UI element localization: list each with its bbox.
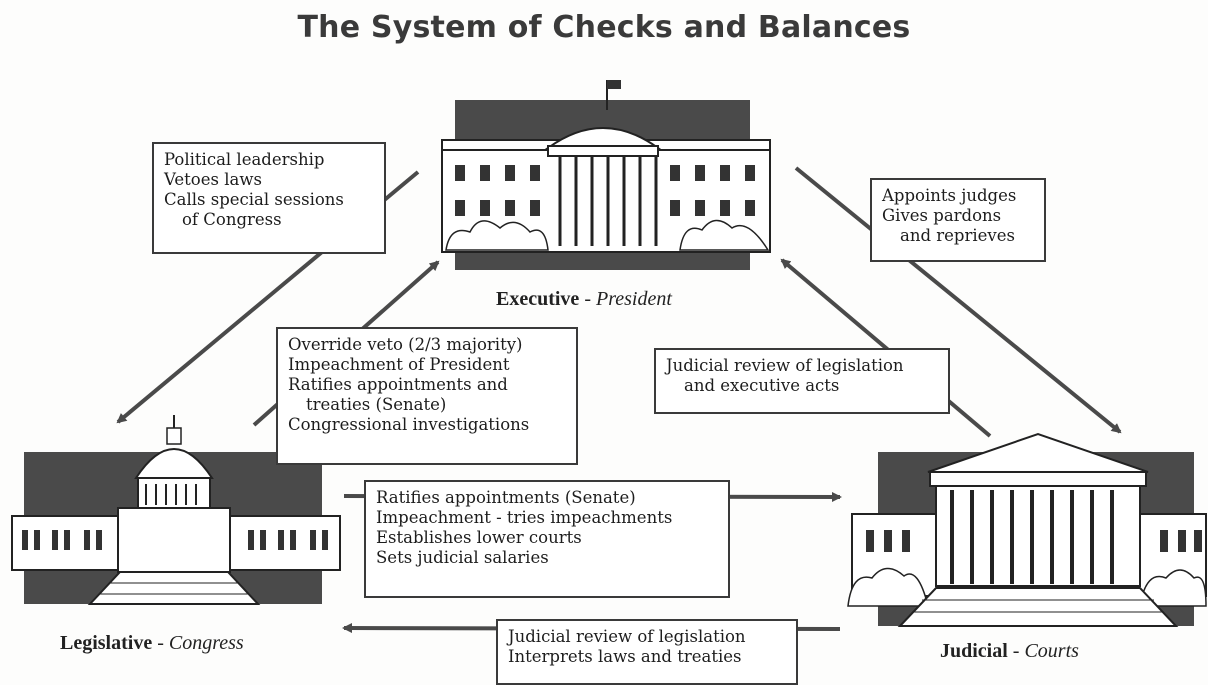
check-line: Impeachment - tries impeachments — [376, 508, 673, 527]
check-box-executive-on-judicial: Appoints judges Gives pardons and reprie… — [870, 178, 1046, 262]
executive-caption: Executive - President — [496, 286, 672, 311]
check-line: treaties (Senate) — [306, 395, 447, 414]
legislative-label: Legislative — [60, 632, 153, 654]
check-line: Gives pardons — [882, 206, 1002, 225]
check-line: Congressional investigations — [288, 415, 530, 434]
check-line: Ratifies appointments (Senate) — [376, 488, 636, 507]
check-line: Judicial review of legislation — [508, 627, 746, 646]
check-line: Ratifies appointments and — [288, 375, 508, 394]
check-line: Appoints judges — [882, 186, 1017, 205]
legislative-caption: Legislative - Congress — [60, 630, 244, 655]
check-line: Impeachment of President — [288, 355, 510, 374]
check-line: of Congress — [182, 210, 282, 229]
check-box-legislative-on-executive: Override veto (2/3 majority) Impeachment… — [276, 327, 578, 465]
check-line: and executive acts — [684, 376, 840, 395]
capitol-building-illustration — [11, 415, 341, 605]
arrow-executive-to-judicial — [794, 166, 1122, 434]
check-line: Override veto (2/3 majority) — [288, 335, 523, 354]
legislative-separator: - — [152, 632, 169, 654]
legislative-sublabel: Congress — [168, 632, 244, 654]
executive-label: Executive — [496, 288, 580, 310]
check-line: Judicial review of legislation — [666, 356, 904, 375]
judicial-separator: - — [1007, 640, 1025, 662]
executive-sublabel: President — [595, 288, 672, 310]
check-box-executive-on-legislative: Political leadership Vetoes laws Calls s… — [152, 142, 386, 254]
supreme-court-illustration — [847, 432, 1207, 627]
judicial-sublabel: Courts — [1024, 640, 1079, 662]
check-line: Political leadership — [164, 150, 325, 169]
judicial-label: Judicial — [940, 640, 1008, 662]
check-line: and reprieves — [900, 226, 1015, 245]
diagram-title: The System of Checks and Balances — [297, 10, 911, 45]
check-box-judicial-on-executive: Judicial review of legislation and execu… — [654, 348, 950, 414]
check-box-judicial-on-legislative: Judicial review of legislation Interpret… — [496, 619, 798, 685]
check-line: Interprets laws and treaties — [508, 647, 742, 666]
check-line: Establishes lower courts — [376, 528, 582, 547]
check-line: Sets judicial salaries — [376, 548, 549, 567]
executive-separator: - — [579, 288, 596, 310]
white-house-illustration — [441, 80, 771, 270]
check-line: Calls special sessions — [164, 190, 344, 209]
check-line: Vetoes laws — [164, 170, 262, 189]
judicial-caption: Judicial - Courts — [940, 638, 1079, 663]
check-box-legislative-on-judicial: Ratifies appointments (Senate) Impeachme… — [364, 480, 730, 598]
